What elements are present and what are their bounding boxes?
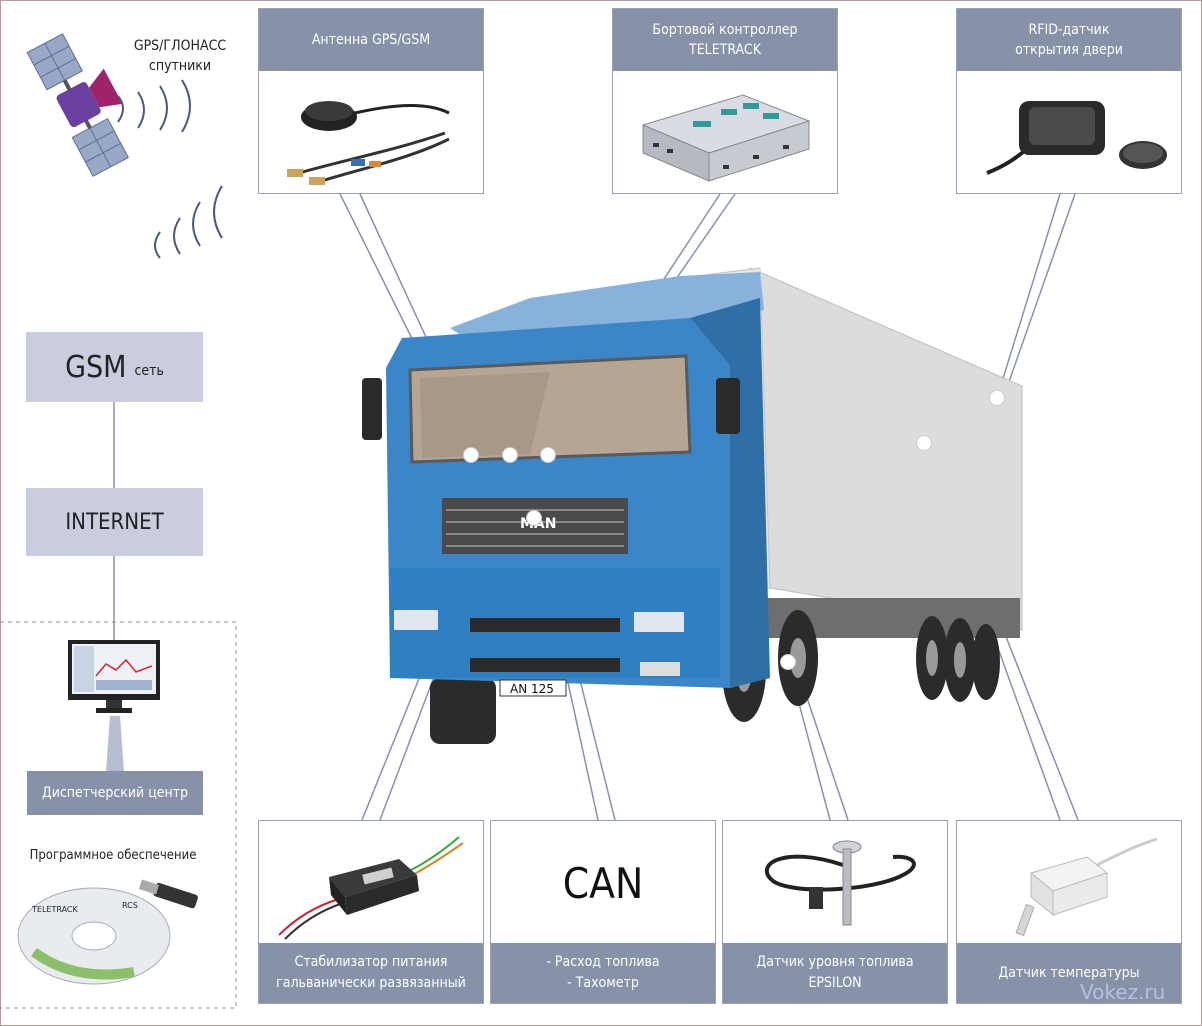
controller-mount-point (540, 447, 556, 463)
power-stabilizer-icon (278, 836, 464, 940)
disc-brand-2: RCS (122, 901, 138, 910)
can-title: CAN (562, 859, 644, 908)
can-label: - Расход топлива - Тахометр (491, 943, 715, 1003)
dispatch-center-box: Диспетчерский центр (27, 771, 203, 815)
gps-gsm-antenna-icon (287, 101, 450, 185)
antenna-card-title: Антенна GPS/GSM (259, 9, 483, 71)
stabilizer-card: Стабилизатор питания гальванически развя… (258, 820, 484, 1004)
temperature-label: Датчик температуры (957, 943, 1181, 1003)
can-card: CAN - Расход топлива - Тахометр (490, 820, 716, 1004)
controller-card-title: Бортовой контроллер TELETRACK (613, 9, 837, 71)
fuel-level-sensor-icon (765, 840, 916, 926)
watermark: Vokez.ru (1080, 980, 1166, 1004)
software-label: Программное обеспечение (29, 848, 197, 863)
can-connection-point (526, 510, 542, 526)
temperature-mount-point (916, 435, 932, 451)
gsm-label: GSM (65, 349, 127, 385)
rfid-card: RFID-датчик открытия двери (956, 8, 1182, 194)
temperature-sensor-icon (1015, 837, 1158, 937)
internet-label: INTERNET (65, 509, 164, 535)
rfid-card-title: RFID-датчик открытия двери (957, 9, 1181, 71)
dispatch-label: Диспетчерский центр (41, 785, 189, 801)
satellite-label: GPS/ГЛОНАСС спутники (133, 38, 227, 74)
antenna-mount-point (463, 447, 479, 463)
disc-brand-1: TELETRACK (31, 905, 78, 914)
fuel-sensor-label: Датчик уровня топлива EPSILON (723, 943, 947, 1003)
gsm-network-box: GSM сеть (26, 332, 203, 402)
antenna-card: Антенна GPS/GSM (258, 8, 484, 194)
monitor-icon (68, 640, 160, 713)
fuel-sensor-card: Датчик уровня топлива EPSILON (722, 820, 948, 1004)
truck-plate: AN 125 (510, 682, 554, 696)
truck-illustration: MAN AN 125 (362, 267, 1023, 744)
onboard-controller-icon (641, 94, 811, 182)
rfid-mount-point (989, 390, 1005, 406)
stabilizer-mount-point (502, 447, 518, 463)
gsm-sub-label: сеть (134, 363, 164, 379)
satellite-icon (26, 33, 223, 259)
temperature-card: Датчик температуры (956, 820, 1182, 1004)
satellite: GPS/ГЛОНАСС спутники (10, 20, 240, 290)
rfid-sensor-icon (986, 101, 1167, 175)
controller-card: Бортовой контроллер TELETRACK (612, 8, 838, 194)
software-disc-icon: TELETRACK RCS (17, 879, 198, 985)
stabilizer-label: Стабилизатор питания гальванически развя… (259, 943, 483, 1003)
fuel-sensor-mount-point (780, 654, 796, 670)
internet-box: INTERNET (26, 488, 203, 556)
